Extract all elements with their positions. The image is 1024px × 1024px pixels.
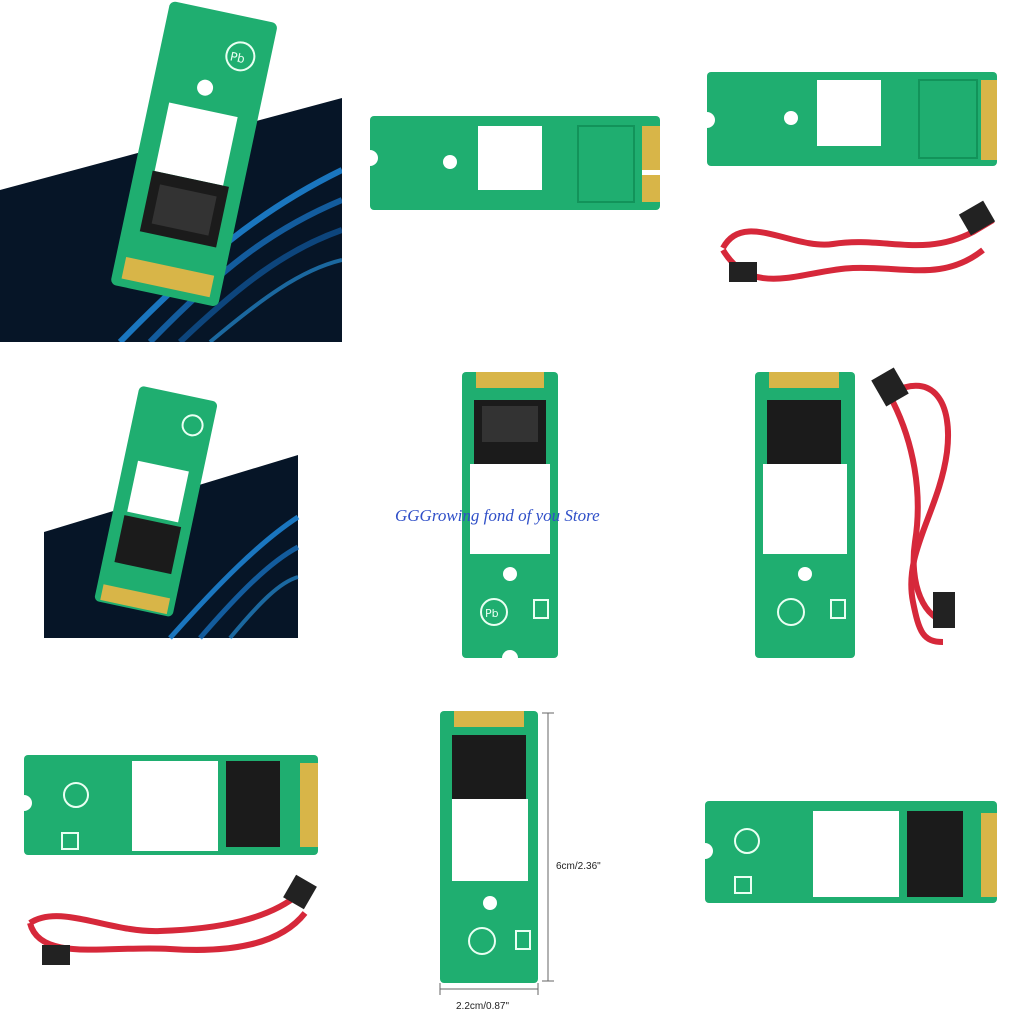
photo-board-connector-side bbox=[683, 683, 1024, 1024]
photo-board-vertical: Pb bbox=[342, 342, 683, 683]
svg-text:Pb: Pb bbox=[229, 49, 246, 66]
photo-angled-board-small bbox=[0, 342, 342, 683]
photo-board-connector-side-with-cable bbox=[0, 683, 342, 1024]
width-dimension-label: 2.2cm/0.87" bbox=[456, 1001, 510, 1012]
store-watermark: GGGrowing fond of you Store bbox=[395, 506, 600, 525]
photo-angled-board-dark-bg: Pb bbox=[0, 0, 342, 342]
photo-board-top-view bbox=[342, 0, 683, 342]
photo-board-dimensions: 6cm/2.36" 2.2cm/0.87" bbox=[342, 683, 683, 1024]
photo-board-with-cable bbox=[683, 0, 1024, 342]
height-dimension-label: 6cm/2.36" bbox=[556, 861, 601, 872]
photo-board-vertical-with-cable bbox=[683, 342, 1024, 683]
svg-text:Pb: Pb bbox=[485, 607, 499, 620]
